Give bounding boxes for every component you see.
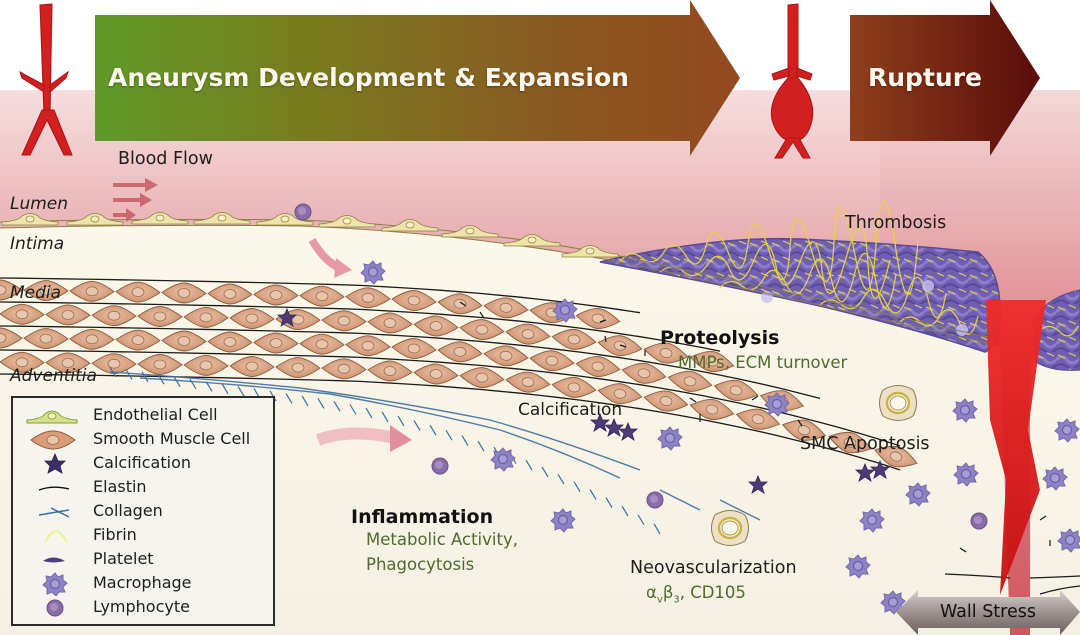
legend-label: Lymphocyte [93,597,190,616]
collagen-fiber [413,420,421,431]
legend-label: Elastin [93,477,147,496]
elastin-layer [0,301,721,352]
media-layer [0,277,921,474]
collagen-fiber [477,440,485,452]
platelet-icon [43,557,65,563]
collagen-fiber [221,383,229,395]
elastin-layer [0,277,641,314]
inflammation-title: Inflammation [351,506,494,528]
collagen-fiber [589,489,597,500]
collagen-fiber [141,371,149,383]
fibrin-icon [44,530,68,543]
legend-item: Calcification [13,452,273,476]
collagen-fiber [157,373,165,385]
elastin-layer [0,349,901,447]
endothelium [0,212,1001,347]
collagen-fiber [429,424,437,436]
collagen-fiber [461,435,469,446]
proteolysis-title: Proteolysis [660,327,780,349]
rupture-arrow [850,0,1040,156]
healthy-artery-icon [19,3,73,156]
legend-item: Platelet [13,548,273,572]
inflammation-detail-1: Metabolic Activity, [366,530,518,549]
legend-label: Endothelial Cell [93,405,218,424]
neovascularization-title: Neovascularization [630,558,797,578]
legend-label: Platelet [93,549,154,568]
rupture-crack [986,300,1046,595]
legend-item: Elastin [13,476,273,500]
collagen-fiber [557,473,565,485]
collagen-fiber [653,523,661,535]
neovascularization-detail: αvβ3, CD105 [646,583,746,605]
endothelial-cell-icon [26,410,78,424]
collagen-fiber [317,398,325,409]
collagen-fiber [365,407,373,419]
rupture-banner-label: Rupture [868,63,982,92]
legend: Endothelial Cell Smooth Muscle Cell Calc… [11,396,275,626]
collagen-fiber [381,411,389,423]
smc-apoptosis-label: SMC Apoptosis [800,434,930,454]
legend-item: Macrophage [13,572,273,596]
proteolysis-detail: MMPs, ECM turnover [678,353,848,372]
layer-label-media: Media [10,283,62,303]
wall-stress-label: Wall Stress [940,602,1036,622]
elastin-icon [38,486,70,491]
thrombosis-label: Thrombosis [845,213,947,233]
collagen-fiber [237,385,245,397]
elastin-layer [0,325,821,400]
beta-symbol: β [662,583,674,602]
alpha-subscript: v [656,594,663,606]
collagen-fiber [605,497,613,508]
collagen-fiber [573,481,581,492]
blood-flow-label: Blood Flow [118,149,213,169]
collagen-fiber [397,415,405,427]
collagen-fiber [525,459,533,471]
smooth-muscle-cell-icon [30,430,76,450]
collagen-fiber [621,505,629,517]
wall-stress-arrow [896,590,1080,635]
legend-label: Fibrin [93,525,137,544]
alpha-symbol: α [646,583,657,602]
inflammation-detail-2: Phagocytosis [366,555,475,574]
lymphocyte-icon [46,599,64,617]
aneurysm-artery-icon [770,3,814,159]
calcification-label: Calcification [518,400,623,420]
collagen-fiber [285,393,293,404]
layer-label-adventitia: Adventitia [10,366,97,386]
layer-label-lumen: Lumen [10,194,69,214]
calcification-icon [44,452,66,474]
collagen-fiber [205,381,213,392]
legend-label: Smooth Muscle Cell [93,429,251,448]
legend-item: Fibrin [13,524,273,548]
legend-item: Smooth Muscle Cell [13,428,273,452]
macrophage-icon [42,572,68,596]
collagen-fiber [301,395,309,407]
legend-label: Calcification [93,453,191,472]
collagen-fiber [109,366,117,378]
elastin-layer [0,373,901,471]
legend-label: Macrophage [93,573,192,592]
collagen-icon [38,507,70,518]
layer-label-intima: Intima [10,234,65,254]
legend-item: Lymphocyte [13,596,273,620]
development-arrow [95,0,740,156]
collagen-fiber [445,429,453,441]
beta-subscript: 3 [673,594,680,606]
collagen-fiber [637,514,645,526]
collagen-fiber [541,466,549,478]
collagen-fiber [189,378,197,390]
collagen-fiber [173,376,181,387]
legend-label: Collagen [93,501,163,520]
development-banner-label: Aneurysm Development & Expansion [108,63,629,92]
legend-item: Endothelial Cell [13,404,273,428]
collagen-fiber [333,400,341,412]
legend-item: Collagen [13,500,273,524]
wall-stress: Wall Stress [896,590,1080,635]
collagen-fiber [125,369,133,380]
cd105-text: , CD105 [679,583,746,602]
collagen-fiber [349,404,357,415]
